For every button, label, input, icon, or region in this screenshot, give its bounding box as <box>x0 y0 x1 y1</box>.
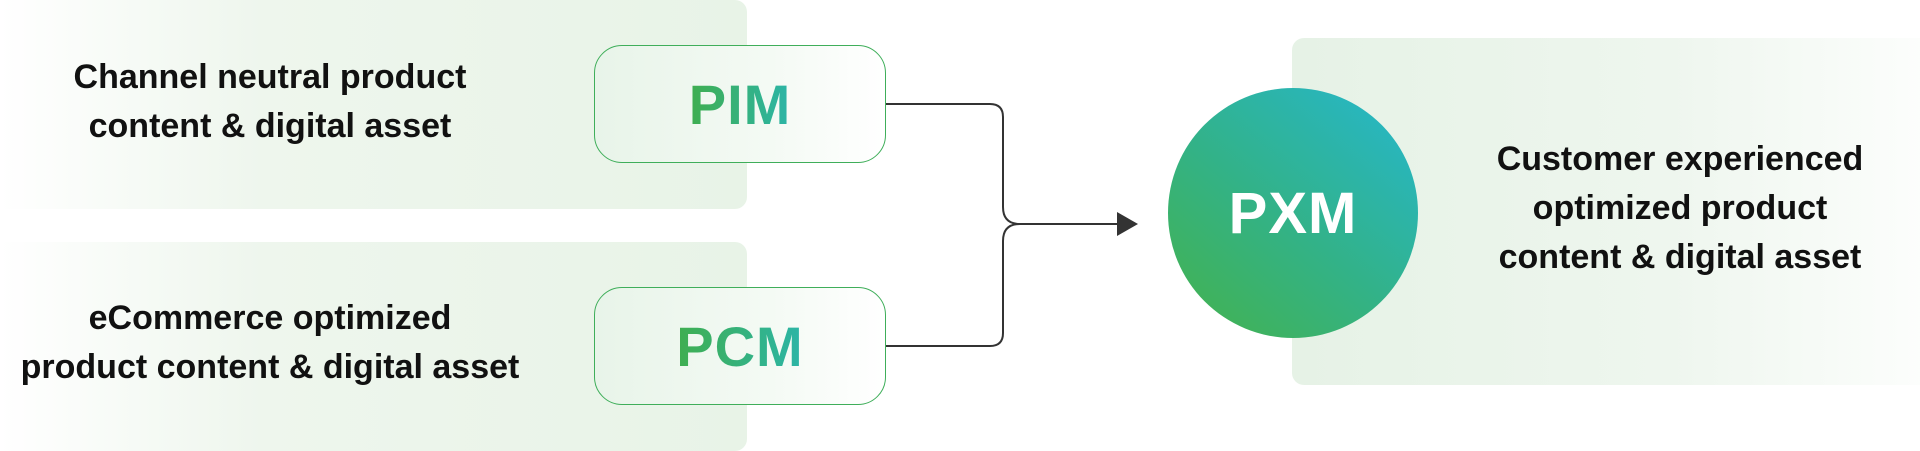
arrow-head-icon <box>1117 212 1138 236</box>
pim-label: PIM <box>688 72 792 136</box>
pcm-box: PCM <box>594 287 886 405</box>
pim-connector-line <box>886 103 1118 225</box>
pim-description-line-2: content & digital asset <box>88 107 452 145</box>
pcm-description-line-1: eCommerce optimized <box>88 299 452 337</box>
pxm-description-line-1: Customer experienced <box>1496 140 1864 178</box>
pxm-label: PXM <box>1228 180 1358 246</box>
pcm-connector-line <box>886 223 1021 347</box>
pxm-description-line-2: optimized product <box>1532 189 1828 227</box>
pcm-description-line-2: product content & digital asset <box>20 348 520 386</box>
pcm-label: PCM <box>676 314 804 378</box>
pcm-description: eCommerce optimized product content & di… <box>0 294 550 392</box>
pxm-circle: PXM <box>1168 88 1418 338</box>
pxm-description-line-3: content & digital asset <box>1498 238 1862 276</box>
pxm-description: Customer experienced optimized product c… <box>1450 135 1910 282</box>
pim-box: PIM <box>594 45 886 163</box>
pim-description-line-1: Channel neutral product <box>73 58 467 96</box>
pim-description: Channel neutral product content & digita… <box>30 53 510 151</box>
